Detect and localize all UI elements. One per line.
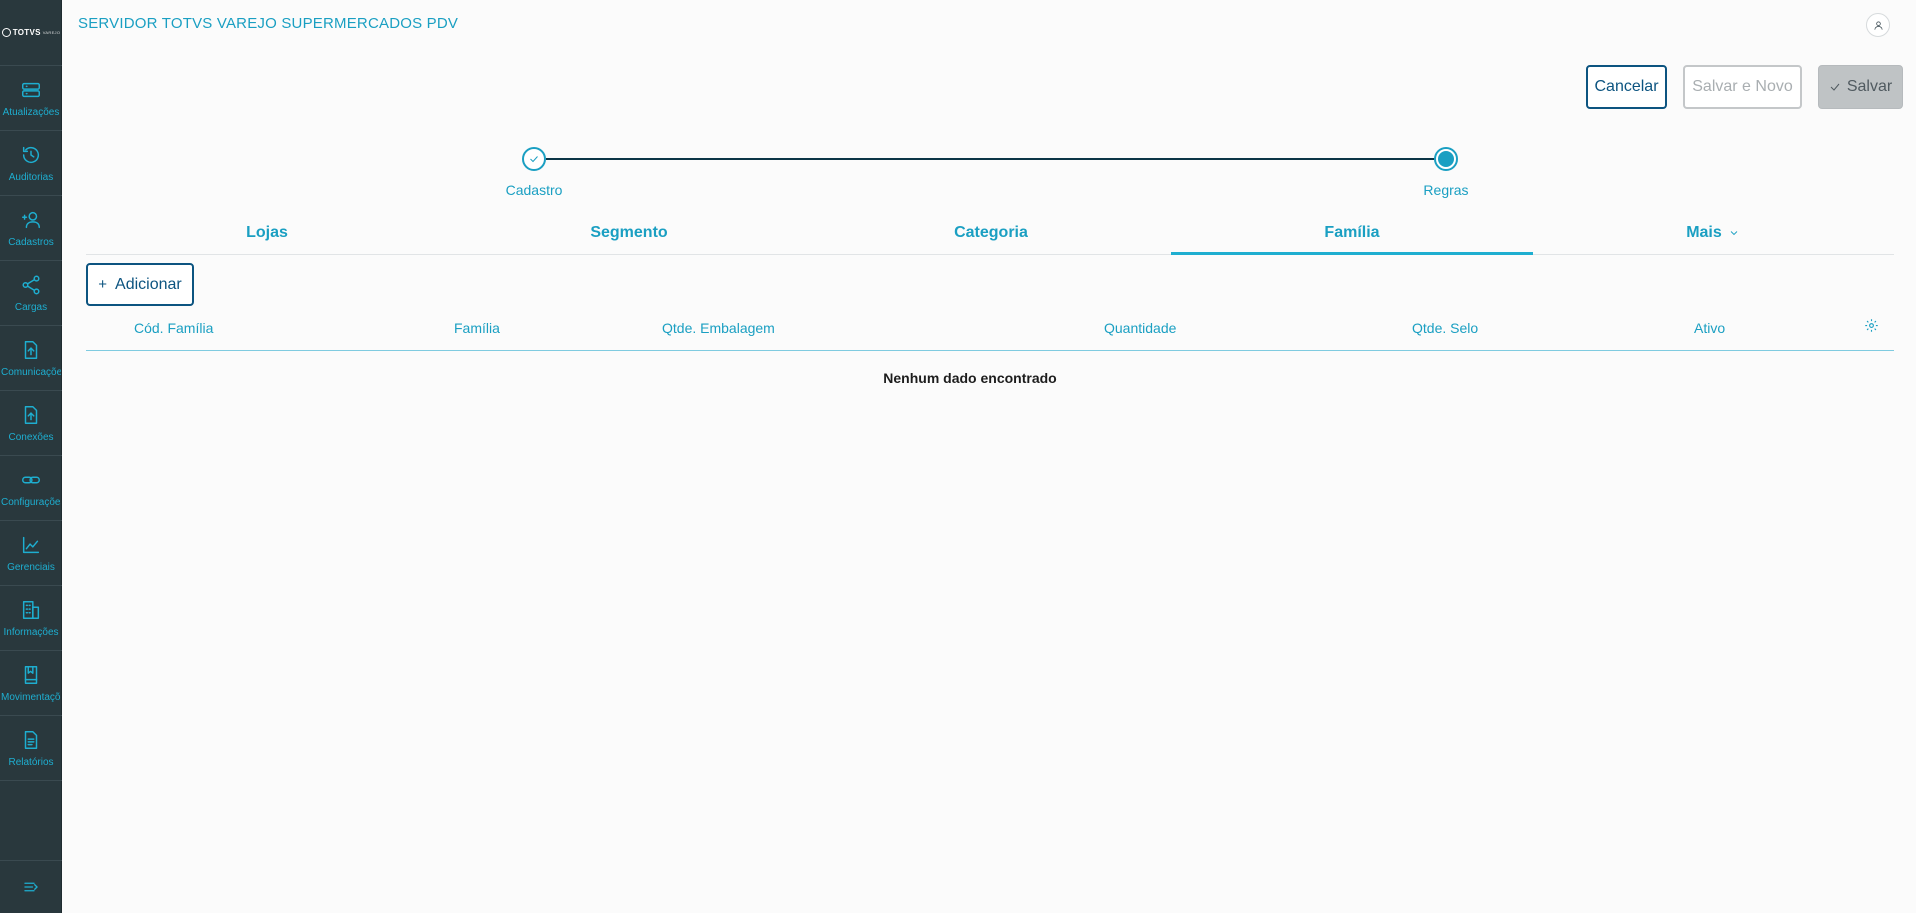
document-icon: [24, 730, 38, 749]
save-button[interactable]: Salvar: [1818, 65, 1903, 109]
chart-icon: [22, 536, 40, 553]
add-user-icon: [22, 211, 40, 228]
plus-icon: +: [98, 276, 108, 293]
share-icon: [22, 275, 40, 294]
logo-text: TOTVS VAREJO: [1, 28, 61, 37]
user-menu-button[interactable]: [1866, 13, 1890, 37]
cancel-button[interactable]: Cancelar: [1586, 65, 1667, 109]
sidebar-item-label: Auditorias: [8, 171, 54, 183]
sidebar-item-label: Comunicações: [1, 366, 61, 378]
logo-mark-icon: [1, 28, 11, 37]
sidebar-item-label: Movimentações: [1, 691, 61, 703]
step-cadastro-marker[interactable]: [522, 147, 546, 171]
check-icon: [530, 156, 538, 163]
step-regras-marker[interactable]: [1434, 147, 1458, 171]
column-header-quantidade[interactable]: Quantidade: [1104, 320, 1177, 336]
check-icon: [1830, 83, 1840, 91]
column-header-familia[interactable]: Família: [454, 320, 500, 336]
sidebar-item-movimentacoes[interactable]: Movimentações: [0, 651, 62, 716]
save-and-new-button[interactable]: Salvar e Novo: [1683, 65, 1802, 109]
sidebar-item-cadastros[interactable]: Cadastros: [0, 196, 62, 261]
empty-state-message: Nenhum dado encontrado: [883, 370, 1057, 386]
sidebar-collapse-button[interactable]: [0, 860, 62, 913]
app-logo[interactable]: TOTVS VAREJO: [0, 0, 62, 66]
user-icon: [1873, 20, 1883, 30]
stepper-connector: [546, 158, 1446, 160]
sidebar-item-label: Cadastros: [8, 236, 54, 248]
sidebar-item-label: Relatórios: [8, 756, 54, 768]
menu-collapse-icon: [24, 882, 38, 892]
history-icon: [22, 146, 40, 163]
tab-lojas[interactable]: Lojas: [246, 224, 288, 241]
step-cadastro-label[interactable]: Cadastro: [505, 182, 563, 198]
sidebar-item-informacoes[interactable]: Informações: [0, 586, 62, 651]
sidebar-item-atualizacoes[interactable]: Atualizações: [0, 66, 62, 131]
link-icon: [22, 476, 40, 483]
sidebar-item-relatorios[interactable]: Relatórios: [0, 716, 62, 781]
table-settings-button[interactable]: [1864, 318, 1884, 338]
step-regras-label[interactable]: Regras: [1423, 182, 1469, 198]
table-header: Cód. Família Família Qtde. Embalagem Qua…: [86, 318, 1894, 351]
add-button[interactable]: + Adicionar: [86, 263, 194, 306]
column-header-qtde-selo[interactable]: Qtde. Selo: [1412, 320, 1479, 336]
page-title: SERVIDOR TOTVS VAREJO SUPERMERCADOS PDV: [78, 15, 459, 32]
sidebar-item-label: Conexões: [8, 431, 54, 443]
sidebar-item-configuracoes[interactable]: Configurações: [0, 456, 62, 521]
tab-familia[interactable]: Família: [1171, 218, 1533, 255]
column-header-ativo[interactable]: Ativo: [1694, 320, 1726, 336]
tab-categoria[interactable]: Categoria: [954, 224, 1028, 241]
sidebar-item-label: Configurações: [1, 496, 61, 508]
tab-bar: Lojas Segmento Categoria Família Mais: [86, 218, 1894, 255]
upload-file-icon: [24, 340, 38, 359]
sidebar-item-comunicacoes[interactable]: Comunicações: [0, 326, 62, 391]
server-icon: [22, 82, 40, 97]
sidebar-item-label: Cargas: [14, 301, 48, 313]
sidebar-item-label: Informações: [3, 626, 59, 638]
book-icon: [24, 665, 38, 684]
gear-icon: [1865, 319, 1878, 332]
building-icon: [22, 600, 40, 619]
save-button-label: Salvar: [1846, 78, 1893, 95]
sidebar-item-label: Atualizações: [2, 106, 60, 118]
sidebar-item-cargas[interactable]: Cargas: [0, 261, 62, 326]
active-step-dot: [1438, 151, 1454, 167]
sidebar-item-auditorias[interactable]: Auditorias: [0, 131, 62, 196]
add-button-label: Adicionar: [115, 275, 182, 293]
tab-mais[interactable]: Mais: [1532, 218, 1894, 255]
tab-mais-label: Mais: [1686, 224, 1722, 241]
sidebar-item-label: Gerenciais: [7, 561, 55, 573]
column-header-cod-familia[interactable]: Cód. Família: [134, 320, 214, 336]
column-header-qtde-embalagem[interactable]: Qtde. Embalagem: [662, 320, 775, 336]
chevron-down-icon: [1730, 231, 1738, 236]
sidebar: TOTVS VAREJO Atualizações Auditorias Cad…: [0, 0, 62, 913]
tab-segmento[interactable]: Segmento: [590, 224, 668, 241]
upload-file-icon: [24, 405, 38, 424]
logo-brand: TOTVS: [12, 28, 41, 37]
logo-sub: VAREJO: [42, 30, 61, 35]
sidebar-item-gerenciais[interactable]: Gerenciais: [0, 521, 62, 586]
sidebar-item-conexoes[interactable]: Conexões: [0, 391, 62, 456]
